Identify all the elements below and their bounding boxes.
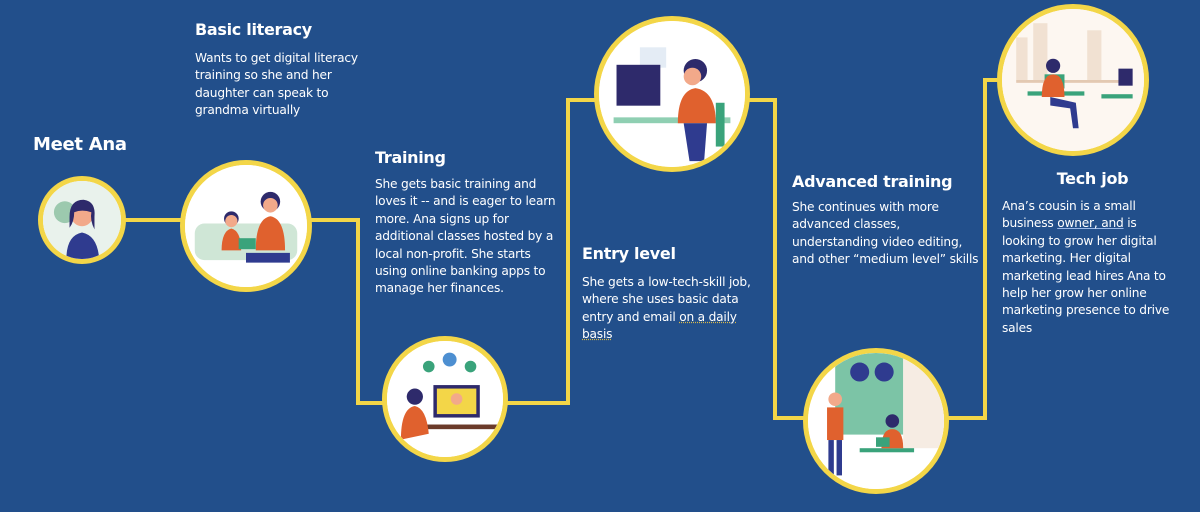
advanced-training-illustration	[803, 348, 949, 494]
connector-line	[122, 218, 184, 222]
connector-line	[356, 401, 388, 405]
presentation-office-icon	[808, 353, 944, 489]
connector-line	[566, 98, 570, 405]
basic-literacy-illustration	[180, 160, 312, 292]
connector-line	[773, 98, 777, 420]
body-text: She gets a low-tech-skill job, where she…	[582, 275, 751, 324]
desk-computer-icon	[599, 21, 745, 167]
connector-line	[773, 416, 807, 420]
remote-office-icon	[1002, 9, 1144, 151]
training-illustration	[382, 336, 508, 462]
connector-line	[745, 98, 777, 102]
connector-line	[983, 78, 987, 420]
online-class-icon	[387, 341, 503, 457]
stage-title-training: Training	[375, 148, 446, 167]
connector-line	[500, 401, 570, 405]
connector-line	[566, 98, 598, 102]
ana-avatar-icon	[43, 181, 121, 259]
stage-body-tech-job: Ana’s cousin is a small business owner, …	[1002, 198, 1182, 337]
body-text: is looking to grow her digital marketing…	[1002, 216, 1170, 335]
stage-body-advanced-training: She continues with more advanced classes…	[792, 200, 979, 267]
stage-body-entry-level: She gets a low-tech-skill job, where she…	[582, 274, 767, 344]
entry-level-illustration	[594, 16, 750, 172]
ana-portrait-circle	[38, 176, 126, 264]
stage-title-meet-ana: Meet Ana	[33, 134, 127, 155]
connector-line	[983, 78, 1003, 82]
stage-body-training: She gets basic training and loves it -- …	[375, 177, 556, 296]
body-text-flagged: on a daily basis	[582, 309, 737, 342]
tech-job-illustration	[997, 4, 1149, 156]
stage-title-basic-literacy: Basic literacy	[195, 20, 312, 39]
stage-title-advanced-training: Advanced training	[792, 172, 953, 191]
stage-body-basic-literacy: Wants to get digital literacy training s…	[195, 51, 358, 118]
mother-daughter-laptop-icon	[185, 165, 307, 287]
stage-title-tech-job: Tech job	[1056, 169, 1129, 188]
connector-line	[305, 218, 360, 222]
connector-line	[356, 218, 360, 405]
stage-title-entry-level: Entry level	[582, 244, 676, 263]
connector-line	[943, 416, 987, 420]
body-text: Ana’s cousin is a small business	[1002, 199, 1136, 231]
body-text-flagged: owner, and	[1057, 216, 1124, 231]
